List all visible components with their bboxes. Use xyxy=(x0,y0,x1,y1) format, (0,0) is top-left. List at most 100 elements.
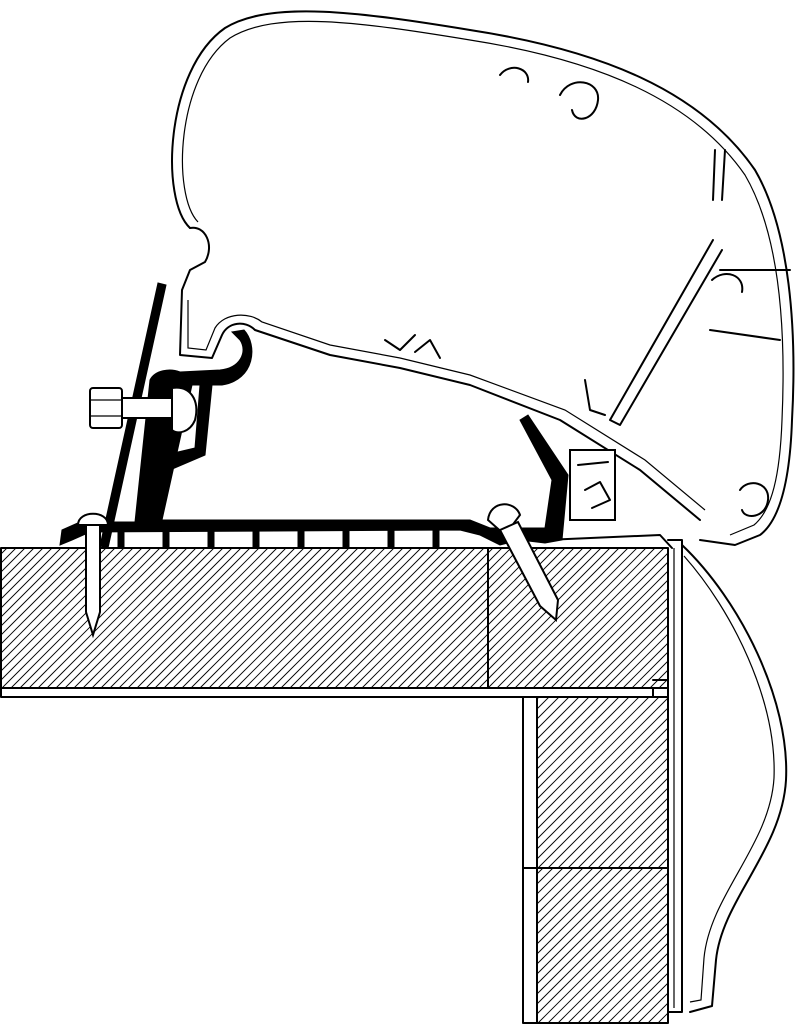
roof-slab-left-hatch-line xyxy=(262,547,404,689)
wall-upper-hatch-line xyxy=(536,707,669,840)
rail-tooth xyxy=(252,530,260,548)
wall-upper-hatch-line xyxy=(536,696,550,710)
roof-slab-right-hatch-line xyxy=(487,547,629,689)
wall-upper-hatch-line xyxy=(577,777,669,869)
wall-lower-hatch-line xyxy=(627,982,669,1024)
rail-tooth xyxy=(162,530,170,548)
housing-inner-profile xyxy=(181,20,784,536)
housing-lower-profile xyxy=(179,226,701,521)
roof-slab-left-hatch-line xyxy=(460,660,489,689)
wall-upper-hatch-line xyxy=(536,696,560,720)
adapter-rail-base xyxy=(59,329,569,546)
roof-slab-right-hatch-line xyxy=(523,547,665,689)
wall-lower-hatch-line xyxy=(577,932,669,1024)
wall-outer-strip xyxy=(667,539,683,1013)
wall-lower-hatch-line xyxy=(617,972,669,1024)
roof-slab-left-hatch-line xyxy=(172,547,314,689)
roof-slab-left-hatch-line xyxy=(289,547,431,689)
roof-slab-right-hatch-line xyxy=(496,547,638,689)
roof-slab-right-hatch-line xyxy=(487,547,512,572)
wall-lower-hatch-line xyxy=(637,992,669,1024)
adapter-clamp-block xyxy=(159,384,213,471)
wall-upper-hatch-line xyxy=(536,696,570,730)
roof-slab-right-hatch-line xyxy=(586,606,669,689)
wall-lower-hatch-line xyxy=(597,952,669,1024)
roof-slab-left-hatch-line xyxy=(73,547,215,689)
roof-slab-right-hatch-line xyxy=(487,547,566,626)
wall-upper-hatch-line xyxy=(607,807,669,869)
roof-slab-right-hatch-line xyxy=(505,547,647,689)
roof-slab-right-hatch-line xyxy=(622,642,669,689)
roof-slab-right-hatch-line xyxy=(514,547,656,689)
roof-slab-left-hatch-line xyxy=(55,547,197,689)
roof-slab-left-hatch-line xyxy=(388,588,489,689)
wall-lower-hatch-line xyxy=(536,867,624,955)
roof-slab-left-hatch-line xyxy=(298,547,440,689)
roof-slab-left-hatch-line xyxy=(163,547,305,689)
roof-slab-right-hatch-line xyxy=(613,633,669,689)
screw-left-head xyxy=(76,512,110,526)
wall-upper-hatch-line xyxy=(536,696,650,810)
wall-lower-hatch-line xyxy=(536,867,654,985)
roof-slab-right-hatch-line xyxy=(568,588,669,689)
screw-right-head xyxy=(486,503,522,537)
roof-slab-left-hatch-line xyxy=(0,547,17,564)
roof-slab-left-hatch-line xyxy=(478,678,489,689)
screw-channel-top xyxy=(499,66,600,120)
rail-tooth xyxy=(432,530,440,548)
housing-rib-1 xyxy=(609,239,723,426)
awning-front-skirt xyxy=(681,544,788,1013)
rail-teeth xyxy=(117,530,440,548)
roof-slab-left-hatch-line xyxy=(136,547,278,689)
roof-slab-left-hatch-line xyxy=(37,547,179,689)
rail-tooth xyxy=(207,530,215,548)
wall-upper-hatch-line xyxy=(536,696,580,740)
wall-upper-hatch-line xyxy=(597,797,669,869)
roof-slab-left-hatch-line xyxy=(145,547,287,689)
roof-slab-left-hatch-line xyxy=(100,547,242,689)
wall-lower-hatch-line xyxy=(567,922,669,1024)
wall-lower-hatch-line xyxy=(536,867,644,975)
roof-slab-left-hatch-line xyxy=(0,547,53,600)
roof-slab-left-hatch-line xyxy=(109,547,251,689)
housing-rib-4 xyxy=(584,379,606,416)
wall-lower-hatch-line xyxy=(557,912,669,1024)
roof-slab-left-hatch-line xyxy=(379,579,489,689)
wall-lower-hatch-line xyxy=(536,872,669,1005)
roof-slab-left-hatch-line xyxy=(0,547,26,573)
wall-lower-hatch-line xyxy=(536,882,669,1015)
roof-slab-left-hatch-line xyxy=(10,547,152,689)
wall-upper-hatch-line xyxy=(536,696,640,800)
roof-slab-left-hatch-line xyxy=(82,547,224,689)
wall-lower-hatch-line xyxy=(536,867,664,995)
bolt-shank xyxy=(121,397,178,419)
wall-lower-hatch-line xyxy=(536,867,564,895)
roof-slab-left-hatch-line xyxy=(91,547,233,689)
wall-lower-hatch-line xyxy=(536,867,634,965)
roof-slab-left-hatch-line xyxy=(343,547,485,689)
wall-upper-hatch-line xyxy=(547,747,669,869)
roof-slab-left-hatch-line xyxy=(0,547,89,636)
housing-lower-inner xyxy=(187,300,706,511)
roof-slab-outline xyxy=(0,547,669,689)
wall-upper-hatch-line xyxy=(536,696,610,770)
wall-lower-hatch-line xyxy=(607,962,669,1024)
roof-slab-left-hatch-line xyxy=(280,547,422,689)
roof-slab-left-hatch-line xyxy=(118,547,260,689)
wall-upper-hatch-line xyxy=(637,837,669,869)
roof-slab-left-hatch-line xyxy=(235,547,377,689)
roof-slab-left-hatch-line xyxy=(64,547,206,689)
roof-slab-left-hatch-line xyxy=(325,547,467,689)
wall-upper-hatch-line xyxy=(536,696,590,750)
roof-slab-left-hatch-line xyxy=(451,651,489,689)
roof-slab-left-hatch-line xyxy=(361,561,489,689)
screw-channel-right xyxy=(711,273,770,517)
roof-slab-left-hatch-line xyxy=(244,547,386,689)
roof-slab-left-hatch-line xyxy=(352,552,489,689)
end-clip-spring xyxy=(577,461,611,509)
wall-lower-hatch-line xyxy=(536,867,554,885)
roof-slab-left-hatch-line xyxy=(0,547,62,609)
roof-slab-left-hatch-line xyxy=(424,624,489,689)
housing-rib-3 xyxy=(712,149,726,201)
roof-slab-right-hatch-line xyxy=(541,561,669,689)
